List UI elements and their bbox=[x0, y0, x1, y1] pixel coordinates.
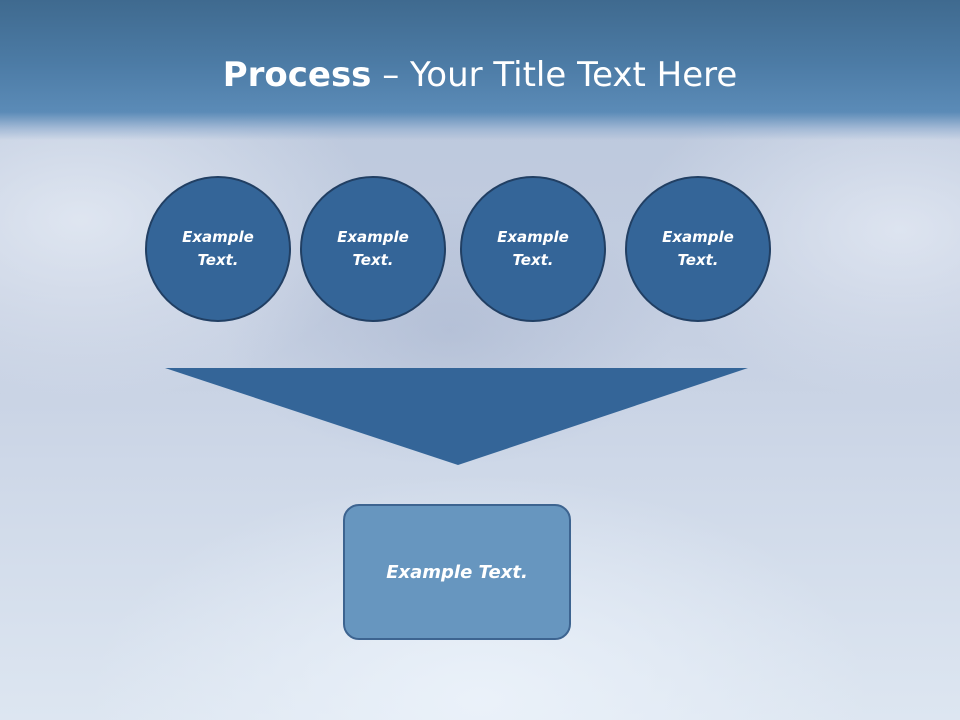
result-box: Example Text. bbox=[343, 504, 571, 640]
process-step-2: Example Text. bbox=[300, 176, 446, 322]
title-bar bbox=[0, 0, 960, 140]
process-step-label: Example Text. bbox=[497, 228, 569, 269]
process-step-label: Example Text. bbox=[182, 228, 254, 269]
title-bold: Process bbox=[222, 55, 372, 95]
slide-title: Process – Your Title Text Here bbox=[0, 52, 960, 98]
result-label: Example Text. bbox=[386, 561, 528, 583]
process-step-3: Example Text. bbox=[460, 176, 606, 322]
process-step-label: Example Text. bbox=[662, 228, 734, 269]
process-step-1: Example Text. bbox=[145, 176, 291, 322]
process-step-label: Example Text. bbox=[337, 228, 409, 269]
title-subtitle: – Your Title Text Here bbox=[371, 55, 738, 95]
funnel-triangle bbox=[165, 368, 748, 465]
process-step-4: Example Text. bbox=[625, 176, 771, 322]
